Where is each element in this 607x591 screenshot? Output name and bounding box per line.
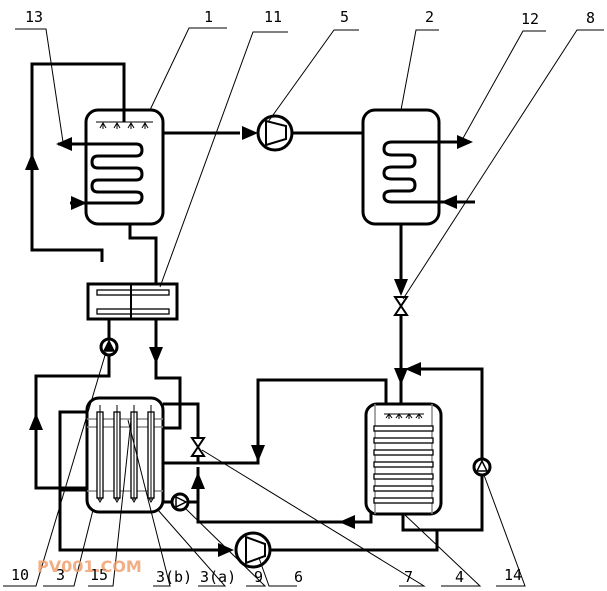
pipe-6-to-4 bbox=[270, 530, 439, 552]
pipe-to-6 bbox=[58, 490, 218, 552]
arrow-up-pump9 bbox=[191, 472, 205, 489]
valve-8 bbox=[393, 296, 409, 316]
label-3a: 3(a) bbox=[200, 568, 236, 586]
pump-10 bbox=[99, 337, 119, 357]
label-7: 7 bbox=[404, 568, 413, 586]
label-12: 12 bbox=[521, 10, 539, 28]
spray-nozzles-4 bbox=[385, 413, 423, 419]
compressor-5 bbox=[256, 114, 294, 152]
pipe-3-cross bbox=[163, 420, 182, 430]
label-2: 2 bbox=[425, 8, 434, 26]
arrow-down-8 bbox=[394, 368, 408, 385]
pipe-3-to-4-mid bbox=[163, 378, 388, 465]
arrow-down-11 bbox=[149, 347, 163, 364]
arrow-down-mid bbox=[251, 445, 265, 462]
arrow-down-2 bbox=[394, 279, 408, 296]
arrow-left-4 bbox=[339, 515, 355, 529]
arrow-coil1-out bbox=[56, 137, 72, 151]
vessel-2 bbox=[361, 108, 475, 226]
arrow-to-6 bbox=[218, 543, 234, 557]
vessel-1 bbox=[56, 108, 165, 226]
arrow-coil1-in bbox=[71, 196, 87, 210]
label-6: 6 bbox=[294, 568, 303, 586]
tube-bundle-3 bbox=[96, 405, 155, 503]
label-10: 10 bbox=[11, 566, 29, 584]
label-3: 3 bbox=[56, 566, 65, 584]
pipe-4-bottom-loop bbox=[401, 475, 484, 532]
vessel-3 bbox=[85, 396, 165, 514]
label-3b: 3(b) bbox=[156, 568, 192, 586]
pipe-pump14-up bbox=[409, 367, 484, 459]
leader-lines bbox=[3, 27, 604, 587]
arrow-to-5 bbox=[242, 126, 258, 140]
arrow-coil2-in bbox=[441, 195, 457, 209]
arrow-left-14 bbox=[405, 362, 421, 376]
arrow-up-left bbox=[25, 153, 39, 170]
pipe-pump10-down bbox=[34, 355, 111, 490]
vessel-4 bbox=[364, 402, 443, 516]
label-4: 4 bbox=[455, 568, 464, 586]
valve-7 bbox=[190, 437, 206, 457]
label-11: 11 bbox=[264, 8, 282, 26]
spray-nozzles-1 bbox=[99, 122, 149, 129]
pipe-3-out-top bbox=[163, 402, 200, 438]
pipe-1-to-11 bbox=[128, 224, 158, 284]
arrow-up-left-2 bbox=[29, 413, 43, 430]
coil-1 bbox=[58, 142, 144, 205]
label-15: 15 bbox=[90, 566, 108, 584]
label-8: 8 bbox=[586, 9, 595, 27]
label-1: 1 bbox=[204, 8, 213, 26]
tube-bundle-4 bbox=[373, 425, 434, 504]
pump-9 bbox=[170, 492, 190, 512]
label-5: 5 bbox=[340, 8, 349, 26]
watermark: PV001.COM bbox=[37, 557, 142, 576]
compressor-6 bbox=[234, 531, 272, 569]
pump-14 bbox=[472, 457, 492, 477]
pipe-3-inlet-left bbox=[58, 410, 87, 492]
coil-2 bbox=[382, 140, 475, 204]
label-13: 13 bbox=[25, 8, 43, 26]
heat-exchanger-11 bbox=[86, 282, 179, 321]
pipe-4-return bbox=[196, 502, 373, 524]
label-9: 9 bbox=[254, 568, 263, 586]
arrow-coil2-out bbox=[457, 135, 473, 149]
label-14: 14 bbox=[504, 566, 522, 584]
